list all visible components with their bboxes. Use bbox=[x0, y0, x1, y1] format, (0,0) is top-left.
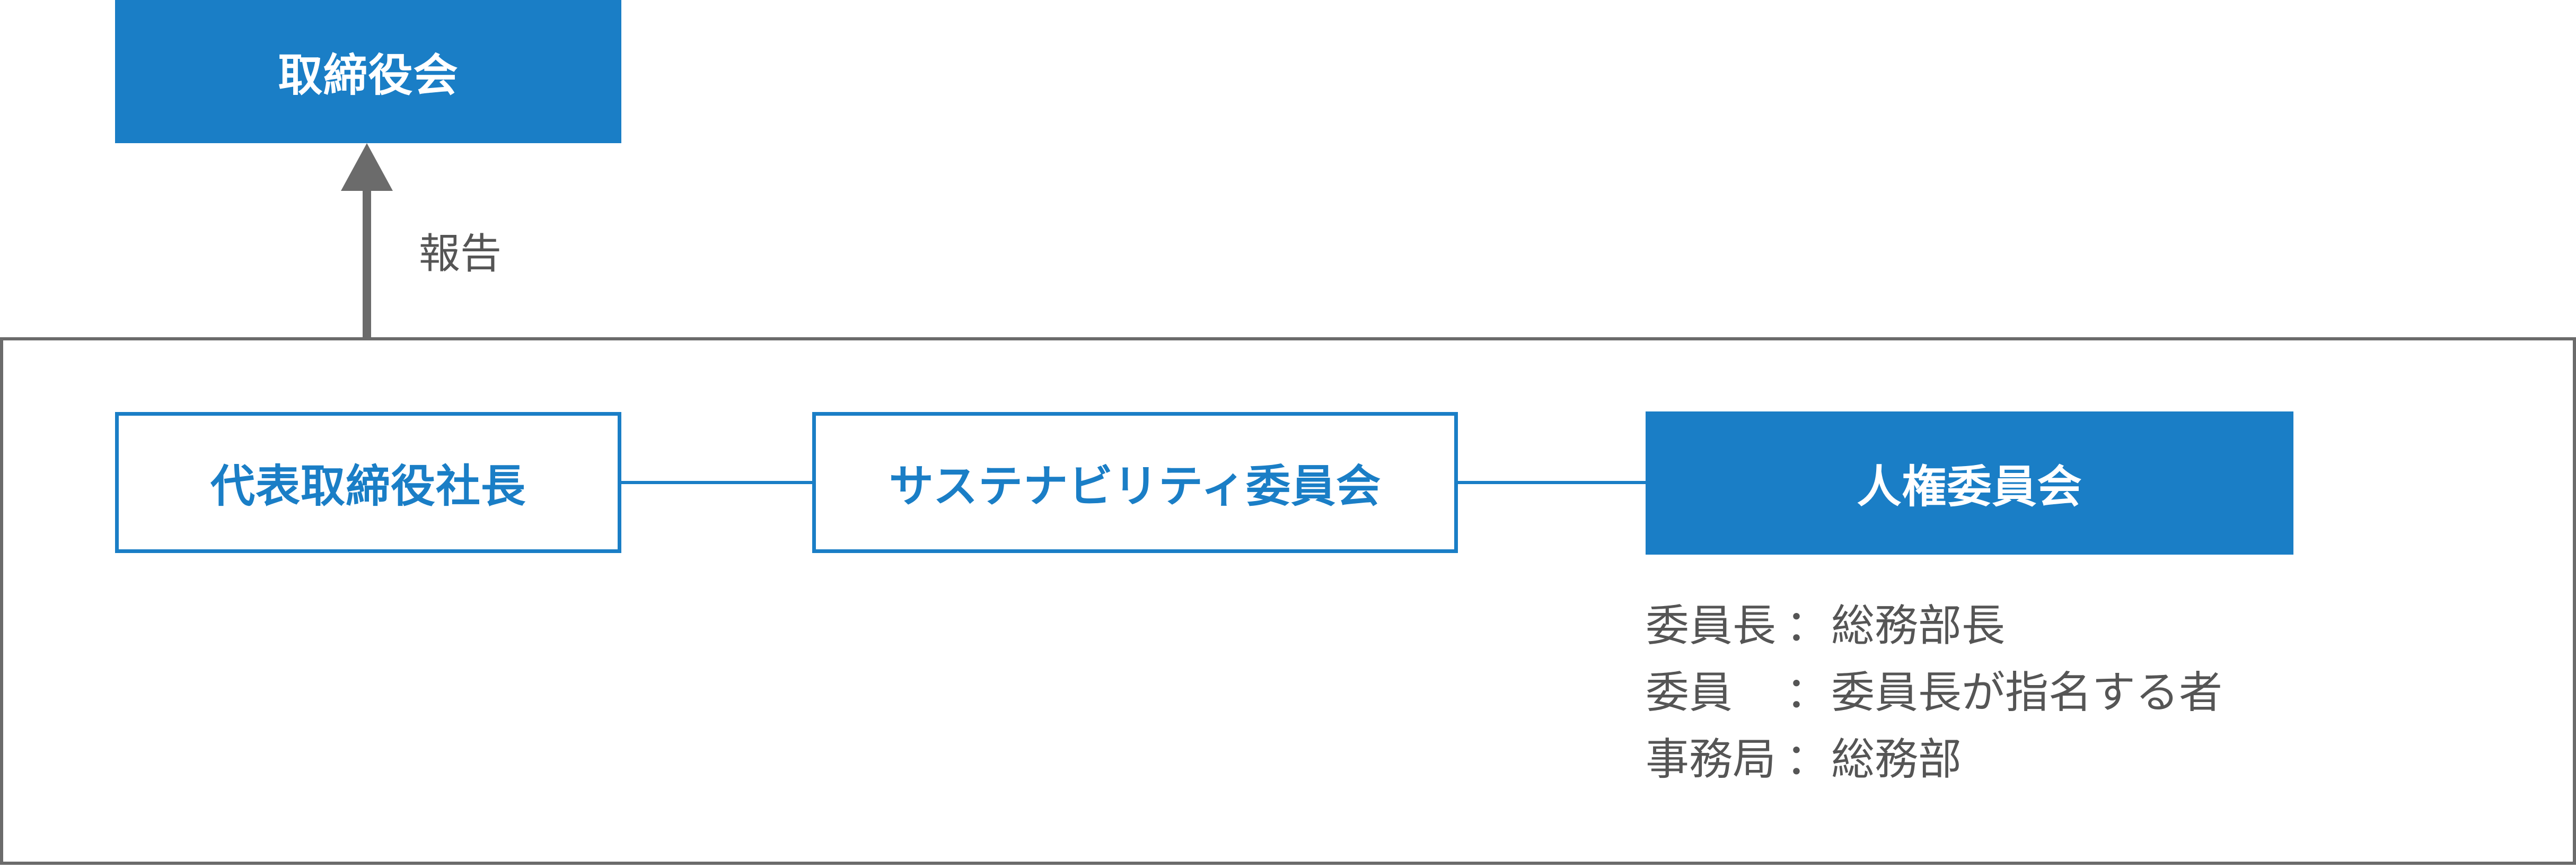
human-rights-committee-label: 人権委員会 bbox=[1857, 460, 2082, 513]
connector-president-sustainability bbox=[621, 481, 812, 484]
connector-sustainability-human-rights bbox=[1458, 481, 1646, 484]
president-label: 代表取締役社長 bbox=[210, 460, 526, 512]
detail-term: 事務局 bbox=[1646, 734, 1777, 785]
board-of-directors-box: 取締役会 bbox=[115, 0, 621, 143]
report-label: 報告 bbox=[419, 230, 502, 278]
detail-separator: ： bbox=[1785, 668, 1829, 718]
detail-row-members: 委員 ： 委員長が指名する者 bbox=[1646, 660, 2222, 726]
detail-term: 委員長 bbox=[1646, 601, 1777, 651]
president-box: 代表取締役社長 bbox=[115, 412, 621, 553]
detail-separator: ： bbox=[1785, 601, 1829, 651]
human-rights-committee-box: 人権委員会 bbox=[1646, 411, 2293, 555]
detail-value: 総務部 bbox=[1831, 734, 1962, 785]
report-arrow-shaft bbox=[363, 188, 371, 339]
detail-value: 委員長が指名する者 bbox=[1831, 668, 2223, 718]
board-of-directors-label: 取締役会 bbox=[278, 49, 459, 101]
sustainability-committee-label: サステナビリティ委員会 bbox=[889, 460, 1382, 512]
detail-row-chair: 委員長 ： 総務部長 bbox=[1646, 593, 2222, 660]
detail-value: 総務部長 bbox=[1831, 601, 2006, 651]
detail-row-secretariat: 事務局 ： 総務部 bbox=[1646, 726, 2222, 793]
detail-term: 委員 bbox=[1646, 668, 1733, 718]
sustainability-committee-box: サステナビリティ委員会 bbox=[812, 412, 1458, 553]
committee-details: 委員長 ： 総務部長 委員 ： 委員長が指名する者 事務局 ： 総務部 bbox=[1646, 593, 2222, 793]
detail-separator: ： bbox=[1785, 734, 1829, 785]
report-arrow-head bbox=[341, 143, 393, 191]
